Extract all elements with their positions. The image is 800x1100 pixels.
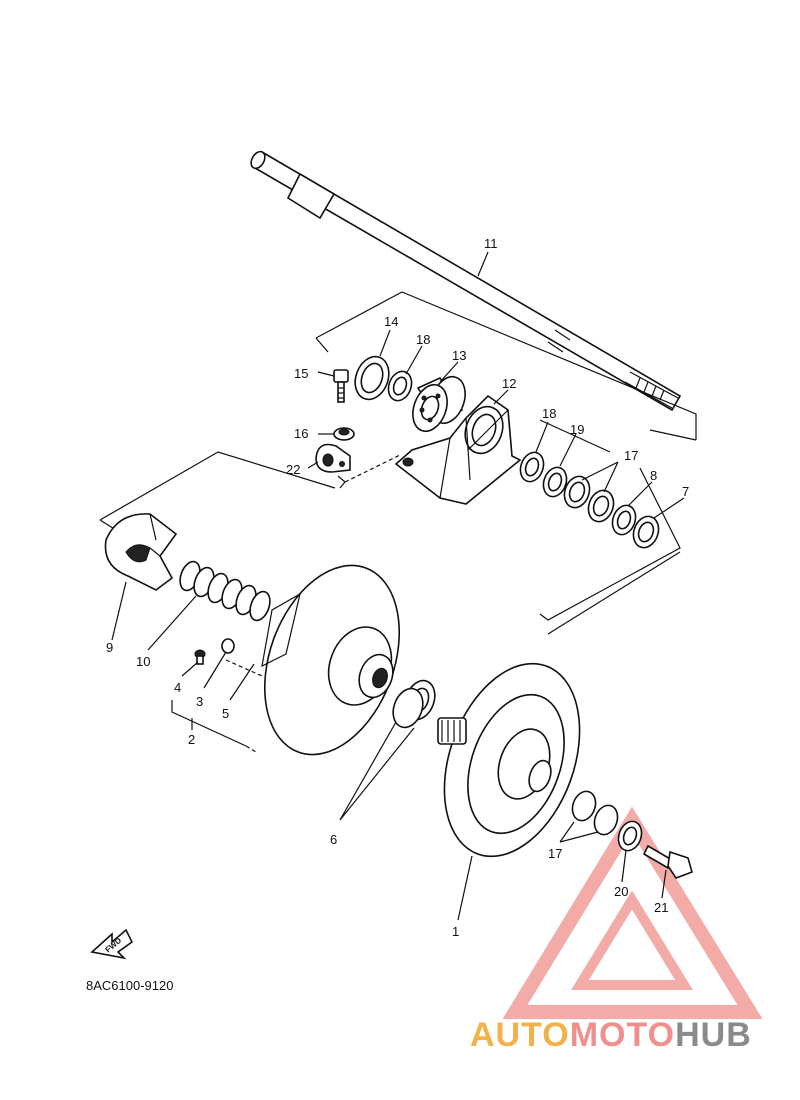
label-part-14: 14 (384, 314, 398, 329)
washer-part-18-lower (519, 451, 545, 483)
circlip-part-14 (354, 355, 390, 401)
label-part-13: 13 (452, 348, 466, 363)
label-part-19: 19 (570, 422, 584, 437)
label-part-12: 12 (502, 376, 516, 391)
spring-part-10 (179, 560, 271, 622)
bolt-part-21 (642, 844, 693, 879)
assembly-boundary-upper (315, 291, 697, 621)
label-part-7: 7 (682, 484, 689, 499)
cam-part-9 (104, 513, 178, 591)
label-part-16: 16 (294, 426, 308, 441)
label-part-17-lower: 17 (548, 846, 562, 861)
label-part-1: 1 (452, 924, 459, 939)
washer-part-18-upper (387, 370, 413, 402)
nut-part-16 (333, 427, 355, 441)
label-part-21: 21 (654, 900, 668, 915)
shim-part-17-b (587, 489, 615, 523)
shim-part-17-c (571, 790, 619, 836)
movable-sheave-part-2 (261, 564, 401, 756)
label-part-18-lower: 18 (542, 406, 556, 421)
fixed-sheave-part-1 (437, 662, 581, 858)
bearing-part-13 (412, 375, 466, 433)
label-part-9: 9 (106, 640, 113, 655)
washer-part-20 (617, 820, 643, 852)
watermark-text-hub: HUB (675, 1016, 752, 1054)
label-part-8: 8 (650, 468, 657, 483)
diagram-code: 8AC6100-9120 (86, 978, 174, 993)
label-part-17-upper: 17 (624, 448, 638, 463)
circlip-part-19 (542, 466, 568, 498)
label-part-2: 2 (188, 732, 195, 747)
label-part-20: 20 (614, 884, 628, 899)
forward-arrow-icon: FWD (90, 928, 134, 960)
dashed-leader-22 (344, 454, 401, 483)
shaft-part-11 (250, 150, 682, 412)
clamp-part-22 (315, 443, 351, 473)
bushing-part-6 (392, 679, 436, 729)
label-part-11: 11 (484, 236, 498, 251)
watermark-text: AUTOMOTOHUB (470, 1016, 752, 1055)
circlip-part-8 (611, 504, 637, 536)
bolt-part-4 (194, 649, 206, 665)
washer-part-7 (632, 515, 660, 549)
slider-part-3 (221, 638, 235, 654)
label-part-22: 22 (286, 462, 300, 477)
watermark-text-auto: AUTO (470, 1016, 570, 1054)
label-part-6: 6 (330, 832, 337, 847)
label-part-18-upper: 18 (416, 332, 430, 347)
watermark-triangle-logo (502, 806, 763, 1019)
bearing-housing-part-12 (394, 394, 522, 505)
watermark-text-moto: MOTO (569, 1016, 676, 1054)
label-part-10: 10 (136, 654, 150, 669)
label-part-4: 4 (174, 680, 181, 695)
shim-part-17-a (563, 475, 591, 509)
label-part-5: 5 (222, 706, 229, 721)
leader-lines (111, 251, 685, 921)
label-part-3: 3 (196, 694, 203, 709)
label-part-15: 15 (294, 366, 308, 381)
bolt-part-15 (333, 369, 349, 403)
